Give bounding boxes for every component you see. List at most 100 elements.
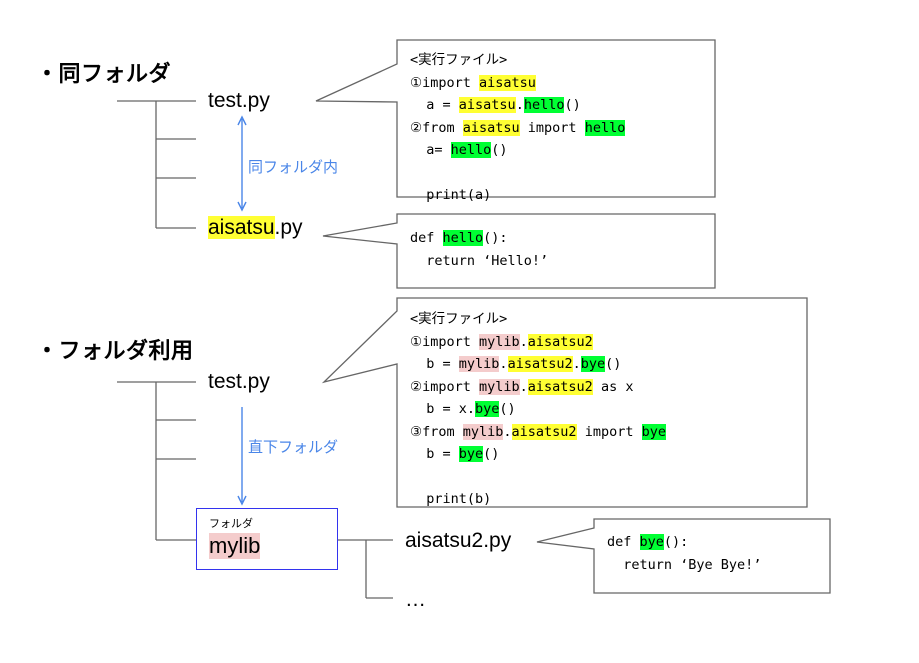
code-caller-1: <実行ファイル>①import aisatsu a = aisatsu.hell… <box>410 49 626 207</box>
code-line: b = bye() <box>410 443 666 466</box>
code-text: b = <box>410 446 459 462</box>
code-line: ①import mylib.aisatsu2 <box>410 331 666 354</box>
function-highlight: hello <box>584 119 626 136</box>
module-name-highlight: aisatsu <box>208 216 275 239</box>
code-line: return ‘Bye Bye!’ <box>607 554 761 577</box>
function-highlight: bye <box>475 401 500 417</box>
code-text: as x <box>592 378 634 395</box>
callout-module-2 <box>536 518 831 594</box>
more-files-ellipsis: … <box>405 588 426 611</box>
section-heading-same-folder: ・同フォルダ <box>36 62 172 87</box>
code-line: b = mylib.aisatsu2.bye() <box>410 353 666 376</box>
code-text: ③from <box>410 423 463 440</box>
tree-lines-section1 <box>117 100 196 229</box>
module-highlight: aisatsu <box>462 119 520 136</box>
code-text: def <box>607 534 640 550</box>
code-text: import <box>519 119 585 136</box>
callout-module-1 <box>322 213 716 289</box>
code-text: ①import <box>410 333 479 350</box>
code-text: (): <box>483 230 508 246</box>
code-line <box>410 162 625 185</box>
code-text: a = <box>410 97 459 113</box>
package-highlight: mylib <box>458 356 500 372</box>
code-text: . <box>572 356 581 372</box>
code-text: () <box>483 446 500 462</box>
file-extension: .py <box>274 216 303 239</box>
package-highlight: mylib <box>462 423 504 440</box>
module-highlight: aisatsu2 <box>511 423 577 440</box>
code-text: . <box>515 97 524 113</box>
function-highlight: bye <box>639 534 664 550</box>
package-highlight: mylib <box>479 333 520 350</box>
code-line: ②from aisatsu import hello <box>410 117 626 140</box>
code-line <box>410 466 666 489</box>
code-text: import <box>576 423 642 440</box>
code-module-2: def bye(): return ‘Bye Bye!’ <box>607 531 761 576</box>
callout-caller-2 <box>321 297 808 508</box>
code-text: . <box>503 423 512 440</box>
folder-label: フォルダ <box>209 517 253 530</box>
double-arrow-same-folder <box>237 115 247 212</box>
arrow-note-same-folder: 同フォルダ内 <box>248 158 339 176</box>
function-highlight: bye <box>458 446 484 462</box>
function-highlight: hello <box>523 97 565 113</box>
code-text: ①import <box>410 74 479 91</box>
arrow-note-subfolder: 直下フォルダ <box>248 438 339 456</box>
code-text: () <box>564 97 581 113</box>
code-text: a= <box>410 142 451 158</box>
code-module-1: def hello(): return ‘Hello!’ <box>410 227 548 272</box>
code-line: a= hello() <box>410 139 625 162</box>
code-text: ②from <box>410 119 463 136</box>
code-line: <実行ファイル> <box>410 308 666 331</box>
module-highlight: aisatsu2 <box>527 333 593 350</box>
code-text: return ‘Hello!’ <box>410 252 549 269</box>
arrow-subfolder <box>237 407 247 506</box>
function-highlight: bye <box>580 356 606 372</box>
code-text: return ‘Bye Bye!’ <box>607 556 762 573</box>
section-heading-use-folder: ・フォルダ利用 <box>36 339 194 364</box>
code-text: def <box>410 230 443 246</box>
code-line: ③from mylib.aisatsu2 import bye <box>410 421 666 444</box>
code-text: (): <box>663 534 689 550</box>
function-highlight: bye <box>641 423 666 440</box>
file-aisatsu2-py: aisatsu2.py <box>405 529 512 552</box>
code-line: <実行ファイル> <box>410 49 625 72</box>
code-text: () <box>605 356 622 372</box>
code-text: <実行ファイル> <box>410 311 508 327</box>
code-line: def bye(): <box>607 531 761 554</box>
code-caller-2: <実行ファイル>①import mylib.aisatsu2 b = mylib… <box>410 308 666 511</box>
folder-name: mylib <box>209 533 261 559</box>
module-highlight: aisatsu <box>458 97 516 113</box>
file-test-py-2: test.py <box>208 370 270 393</box>
code-text: () <box>491 142 508 158</box>
code-text: . <box>499 356 508 372</box>
code-text: () <box>499 401 516 417</box>
function-highlight: hello <box>442 230 484 246</box>
file-aisatsu-py: aisatsu.py <box>208 216 303 240</box>
package-highlight: mylib <box>479 378 520 395</box>
folder-mylib: フォルダ mylib <box>196 508 338 570</box>
module-highlight: aisatsu2 <box>507 356 573 372</box>
module-highlight: aisatsu <box>479 74 536 91</box>
code-text: ②import <box>410 378 479 395</box>
code-line: print(a) <box>410 184 625 207</box>
file-test-py: test.py <box>208 89 270 112</box>
code-line: return ‘Hello!’ <box>410 250 548 273</box>
code-text: . <box>519 378 528 395</box>
code-line: a = aisatsu.hello() <box>410 94 625 117</box>
code-text: print(a) <box>410 187 492 203</box>
module-highlight: aisatsu2 <box>527 378 593 395</box>
code-text: <実行ファイル> <box>410 52 508 68</box>
code-text: . <box>519 333 528 350</box>
tree-lines-section2 <box>117 381 393 599</box>
code-line: ②import mylib.aisatsu2 as x <box>410 376 666 399</box>
code-line: b = x.bye() <box>410 398 666 421</box>
code-line: def hello(): <box>410 227 548 250</box>
code-text: b = <box>410 356 459 372</box>
function-highlight: hello <box>450 142 492 158</box>
code-text: b = x. <box>410 401 476 417</box>
code-text: print(b) <box>410 491 492 507</box>
code-line: print(b) <box>410 488 666 511</box>
callout-caller-1 <box>315 39 716 198</box>
